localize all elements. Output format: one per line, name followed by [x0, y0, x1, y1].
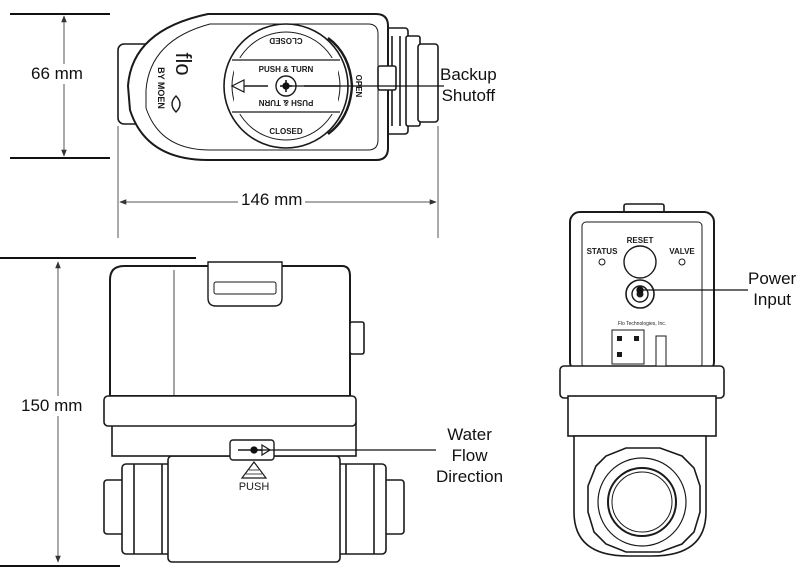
callout-water-line2: Flow — [451, 446, 488, 465]
callout-power-line2: Input — [753, 290, 791, 309]
maker-label: Flo Technologies, Inc. — [618, 321, 666, 327]
dimension-width-top: 146 mm — [238, 190, 306, 210]
knob-closed-top: CLOSED — [269, 36, 303, 45]
knob-closed-bottom: CLOSED — [269, 127, 303, 136]
callout-power-input: Power Input — [748, 268, 796, 310]
brand-by-line: BY MOEN — [156, 67, 166, 109]
end-view-labels: STATUS RESET VALVE Flo Technologies, Inc… — [587, 236, 696, 327]
backup-shutoff-leader — [282, 82, 444, 90]
reset-label: RESET — [627, 236, 654, 245]
callout-backup-line1: Backup — [440, 65, 497, 84]
front-view — [103, 261, 405, 563]
callout-power-line1: Power — [748, 269, 797, 288]
push-label: PUSH — [239, 481, 270, 493]
callout-water-line1: Water — [447, 425, 492, 444]
brand-logo: flo — [171, 52, 196, 75]
water-flow-leader — [250, 446, 436, 454]
end-view — [559, 203, 725, 557]
dimension-height-side: 150 mm — [18, 396, 86, 416]
knob-push-turn-top: PUSH & TURN — [259, 65, 314, 74]
power-input-leader — [636, 286, 748, 294]
knob-push-turn-bottom: PUSH & TURN — [258, 98, 313, 107]
valve-label: VALVE — [669, 247, 695, 256]
callout-water-flow: Water Flow Direction — [436, 424, 503, 487]
callout-backup-shutoff: Backup Shutoff — [440, 64, 497, 106]
callout-water-line3: Direction — [436, 467, 504, 486]
dimension-height-top: 66 mm — [28, 64, 86, 84]
status-label: STATUS — [587, 247, 618, 256]
callout-backup-line2: Shutoff — [441, 86, 496, 105]
